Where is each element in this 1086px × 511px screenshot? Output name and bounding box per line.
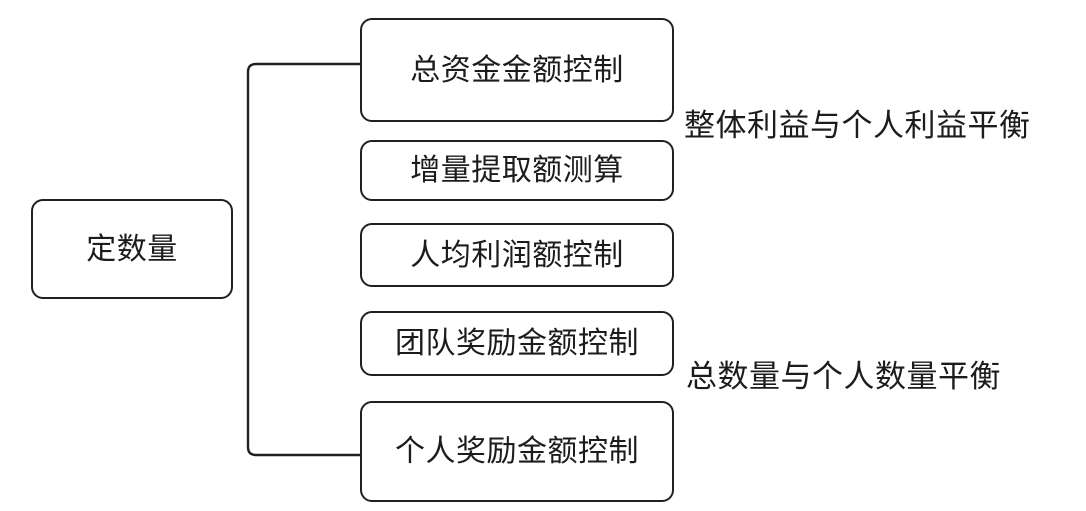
branch-node-incremental-extraction-estimate[interactable]: 增量提取额测算 — [360, 140, 674, 201]
branch-node-label: 团队奖励金额控制 — [395, 327, 639, 360]
branch-node-team-reward-amount-control[interactable]: 团队奖励金额控制 — [360, 311, 674, 376]
bracket-path — [246, 62, 362, 457]
root-node[interactable]: 定数量 — [31, 199, 233, 299]
branch-node-label: 总资金金额控制 — [410, 53, 624, 87]
branch-node-label: 个人奖励金额控制 — [395, 435, 639, 468]
branch-node-per-capita-profit-control[interactable]: 人均利润额控制 — [360, 223, 674, 287]
annotation-total-vs-individual-quantity: 总数量与个人数量平衡 — [686, 359, 1001, 394]
root-node-label: 定数量 — [86, 232, 178, 266]
branch-node-individual-reward-amount-control[interactable]: 个人奖励金额控制 — [360, 401, 674, 502]
branch-node-label: 人均利润额控制 — [410, 238, 624, 272]
annotation-overall-vs-individual-benefit: 整体利益与个人利益平衡 — [684, 108, 1031, 143]
branch-node-total-fund-amount-control[interactable]: 总资金金额控制 — [360, 18, 674, 122]
branch-node-label: 增量提取额测算 — [410, 154, 624, 187]
